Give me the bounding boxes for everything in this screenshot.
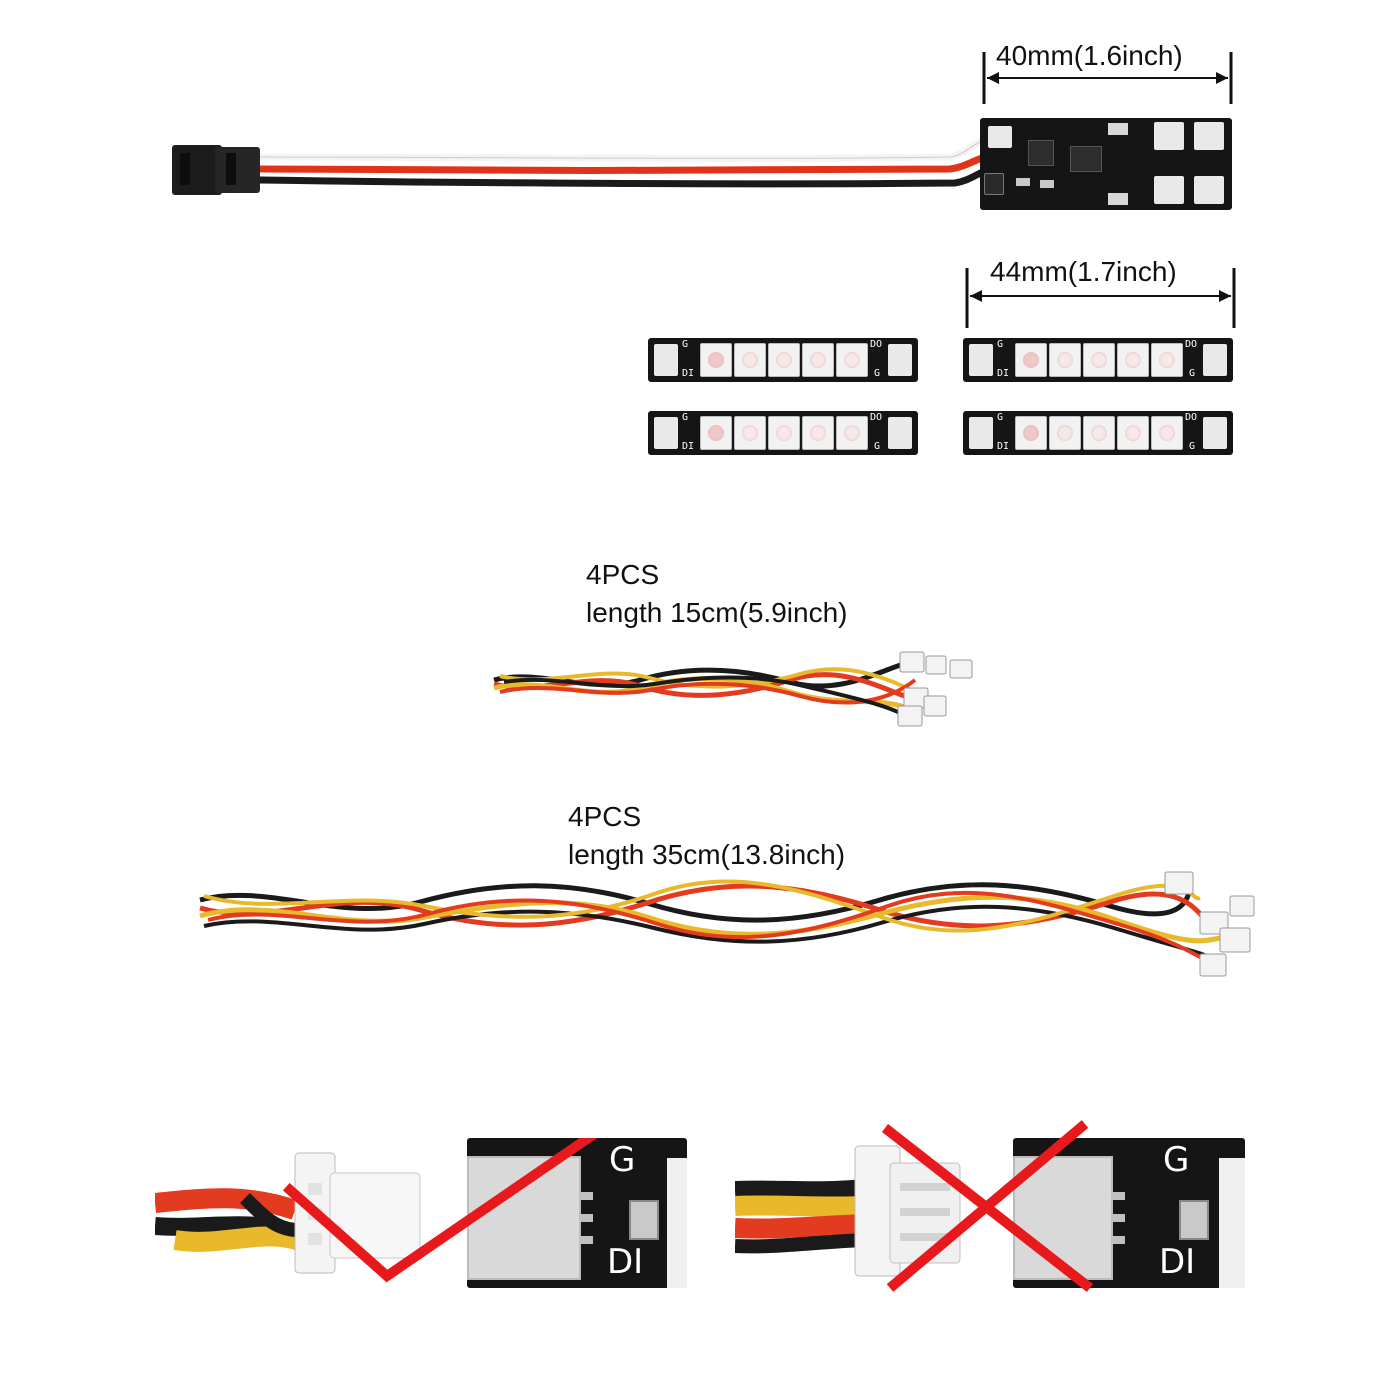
correct-check-mark-icon [282,1138,598,1283]
strip-output-pad [1203,344,1227,376]
pcb-input-connector [984,173,1004,195]
correct-strip-closeup: G DI [467,1138,687,1288]
strip-led [700,416,732,450]
correct-connection-photo: G DI [155,1138,687,1288]
strip-silk-ground: G [997,412,1004,423]
strip-output-pad [888,417,912,449]
strip-led [802,416,834,450]
strip-silk-data-in: DI [997,368,1010,379]
strip-silk-ground: G [874,368,881,379]
strip-led-edge [667,1158,687,1288]
correct-cable-wires [155,1188,309,1253]
led-strip: G DI DO G [648,338,918,382]
pin-label-data-in: DI [1159,1242,1196,1282]
socket-pin [1111,1192,1125,1200]
long-cable-bundle [199,871,1255,977]
strip-led [1151,416,1183,450]
socket-pin [579,1236,593,1244]
pin-label-ground: G [1163,1140,1190,1180]
pcb-resistor [1016,178,1030,186]
strip-silk-data-out: DO [870,412,883,423]
strip-led-edge [1219,1158,1245,1288]
short-cable-bundle [493,651,973,727]
strip-silk-ground: G [1189,441,1196,452]
socket-pin [1111,1236,1125,1244]
strip-led [1049,343,1081,377]
strip-silk-data-out: DO [1185,412,1198,423]
strip-led [1151,343,1183,377]
strip-led [1049,416,1081,450]
strip-led [700,343,732,377]
short-cable-length: length 15cm(5.9inch) [586,597,848,628]
strip-silk-data-in: DI [997,441,1010,452]
strip-led [836,416,868,450]
pcb-button [1108,123,1128,135]
strip-led [1083,416,1115,450]
controller-dimension-label: 40mm(1.6inch) [996,40,1183,71]
strip-led [836,343,868,377]
strip-led [1015,416,1047,450]
strip-silk-data-out: DO [1185,339,1198,350]
strip-silk-ground: G [682,339,689,350]
strip-led [734,343,766,377]
controller-dimension-arrow [982,52,1233,104]
socket-pin [579,1192,593,1200]
strip-capacitor [1179,1200,1209,1240]
led-strip: G DI DO G [963,338,1233,382]
strip-led [734,416,766,450]
short-cable-quantity: 4PCS [586,559,660,590]
strip-led [1015,343,1047,377]
socket-pin [1111,1214,1125,1222]
wrong-connection-photo: G DI [735,1120,1245,1292]
led-strip: G DI DO G [648,411,918,455]
strip-led [1117,416,1149,450]
strip-led [802,343,834,377]
pcb-output-pad [1154,176,1184,204]
strip-led [768,416,800,450]
strip-led [768,343,800,377]
strip-input-pad [969,344,993,376]
pin-label-ground: G [609,1140,636,1180]
strip-capacitor [629,1200,659,1240]
strip-input-pad [654,417,678,449]
pcb-output-pad [1194,122,1224,150]
long-cable-quantity: 4PCS [568,801,642,832]
wrong-cable-wires [735,1179,866,1254]
strip-dimension-arrow [965,268,1236,328]
strip-dimension-label: 44mm(1.7inch) [990,256,1177,287]
pcb-output-pad [1194,176,1224,204]
strip-silk-data-in: DI [682,368,695,379]
strip-silk-ground: G [874,441,881,452]
controller-pcb [980,118,1232,210]
led-strip: G DI DO G [963,411,1233,455]
socket-pin [579,1214,593,1222]
strip-silk-data-in: DI [682,441,695,452]
strip-silk-ground: G [682,412,689,423]
strip-led [1083,343,1115,377]
strip-output-pad [1203,417,1227,449]
strip-input-pad [969,417,993,449]
pcb-solder-pad [988,126,1012,148]
strip-led [1117,343,1149,377]
strip-input-pad [654,344,678,376]
pin-label-data-in: DI [607,1242,644,1282]
pcb-chip [1070,146,1102,172]
strip-silk-ground: G [997,339,1004,350]
strip-silk-data-out: DO [870,339,883,350]
pcb-chip [1028,140,1054,166]
long-cable-length: length 35cm(13.8inch) [568,839,846,870]
strip-silk-ground: G [1189,368,1196,379]
pcb-resistor [1040,180,1054,188]
pcb-output-pad [1154,122,1184,150]
strip-output-pad [888,344,912,376]
wrong-cross-mark-icon [881,1120,1094,1292]
servo-lead [172,136,987,195]
pcb-button [1108,193,1128,205]
